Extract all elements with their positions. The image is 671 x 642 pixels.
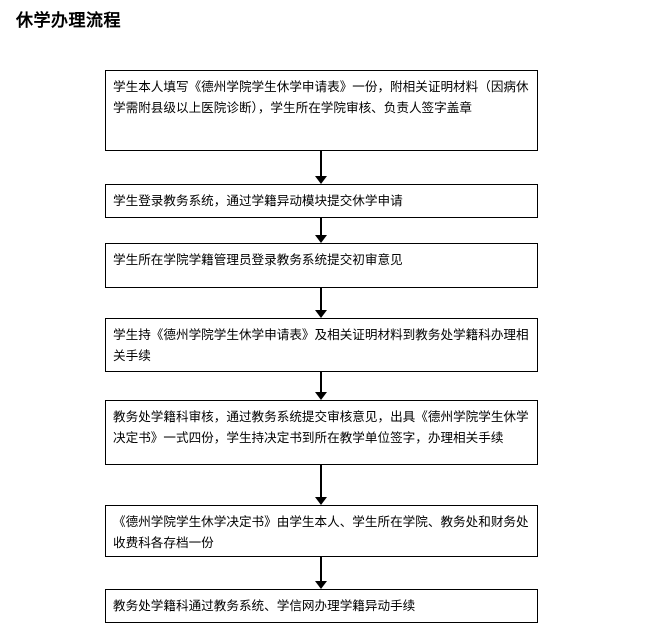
flow-step-7: 教务处学籍科通过教务系统、学信网办理学籍异动手续 <box>105 589 538 623</box>
flow-step-2-text: 学生登录教务系统，通过学籍异动模块提交休学申请 <box>113 193 403 208</box>
flow-step-3-text: 学生所在学院学籍管理员登录教务系统提交初审意见 <box>113 252 403 267</box>
connector-3-to-4 <box>320 288 322 310</box>
flow-step-1-text: 学生本人填写《德州学院学生休学申请表》一份，附相关证明材料（因病休学需附县级以上… <box>113 79 529 115</box>
arrow-head-5-to-6 <box>315 497 327 505</box>
flow-step-4-text: 学生持《德州学院学生休学申请表》及相关证明材料到教务处学籍科办理相关手续 <box>113 327 529 363</box>
page-title: 休学办理流程 <box>16 11 121 31</box>
flow-step-2: 学生登录教务系统，通过学籍异动模块提交休学申请 <box>105 184 538 218</box>
flow-step-6: 《德州学院学生休学决定书》由学生本人、学生所在学院、教务处和财务处收费科各存档一… <box>105 505 538 557</box>
connector-2-to-3 <box>320 218 322 235</box>
flow-step-1: 学生本人填写《德州学院学生休学申请表》一份，附相关证明材料（因病休学需附县级以上… <box>105 70 538 151</box>
arrow-head-1-to-2 <box>315 176 327 184</box>
flow-step-4: 学生持《德州学院学生休学申请表》及相关证明材料到教务处学籍科办理相关手续 <box>105 318 538 372</box>
connector-4-to-5 <box>320 372 322 392</box>
arrow-head-6-to-7 <box>315 581 327 589</box>
arrow-head-4-to-5 <box>315 392 327 400</box>
connector-5-to-6 <box>320 465 322 497</box>
connector-6-to-7 <box>320 557 322 581</box>
flow-step-3: 学生所在学院学籍管理员登录教务系统提交初审意见 <box>105 243 538 288</box>
flow-step-6-text: 《德州学院学生休学决定书》由学生本人、学生所在学院、教务处和财务处收费科各存档一… <box>113 514 529 550</box>
arrow-head-3-to-4 <box>315 310 327 318</box>
flow-step-7-text: 教务处学籍科通过教务系统、学信网办理学籍异动手续 <box>113 598 416 613</box>
connector-1-to-2 <box>320 151 322 176</box>
flow-step-5: 教务处学籍科审核，通过教务系统提交审核意见，出具《德州学院学生休学决定书》一式四… <box>105 400 538 465</box>
arrow-head-2-to-3 <box>315 235 327 243</box>
flow-step-5-text: 教务处学籍科审核，通过教务系统提交审核意见，出具《德州学院学生休学决定书》一式四… <box>113 409 529 445</box>
